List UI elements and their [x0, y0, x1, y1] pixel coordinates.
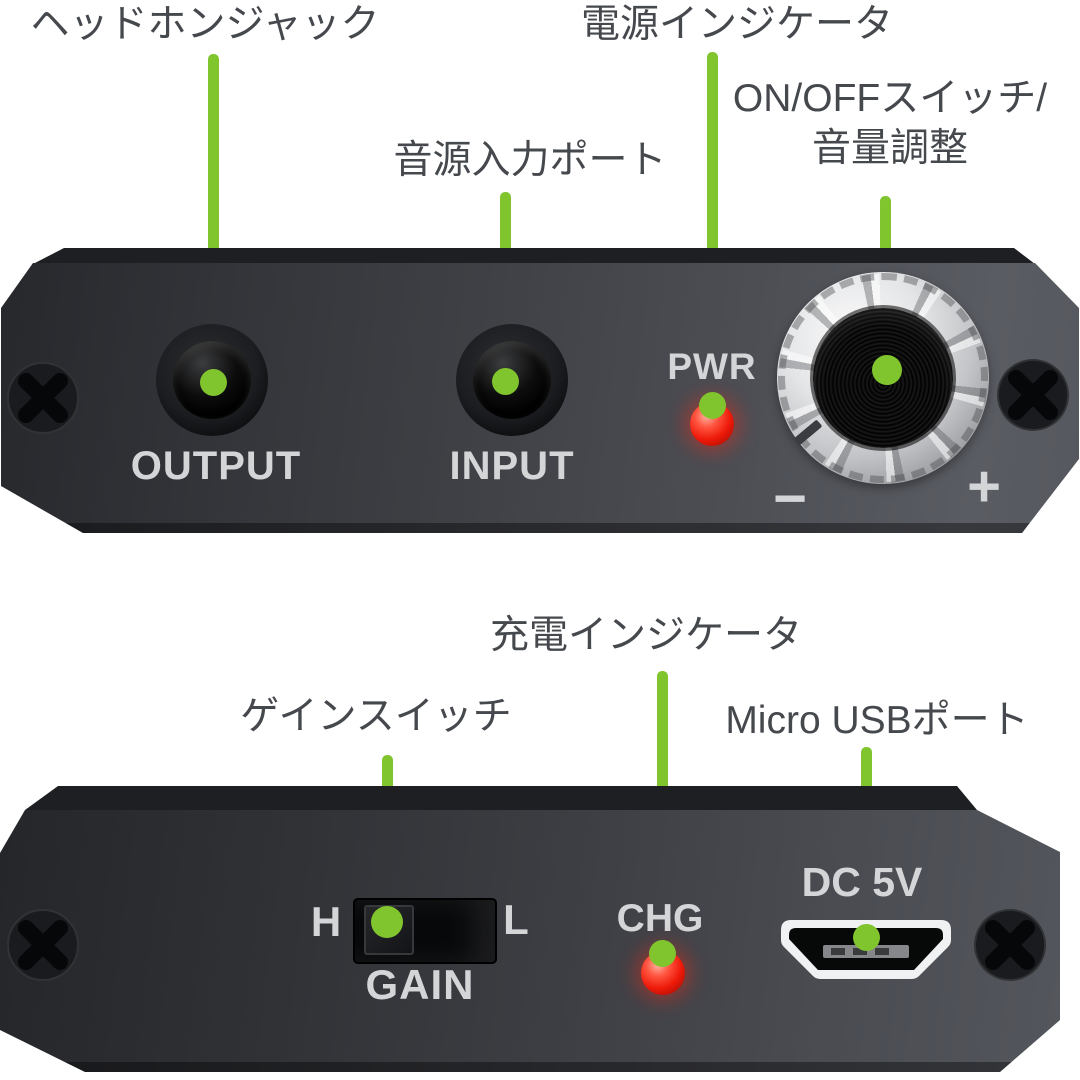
- callout-label-charge-indicator: 充電インジケータ: [489, 614, 802, 657]
- dc5v-label: DC 5V: [801, 859, 923, 905]
- knob-scallops: [778, 273, 988, 483]
- callout-label-onoff-volume: ON/OFFスイッチ/ 音量調整: [705, 74, 1075, 174]
- screw-icon: [974, 909, 1046, 981]
- volume-minus-label: −: [773, 466, 807, 531]
- screw-icon: [7, 909, 79, 981]
- gain-low-label: L: [503, 896, 529, 943]
- callout-label-audio-input: 音源入力ポート: [393, 139, 667, 182]
- callout-dot-headphone-jack: [200, 369, 227, 396]
- front-panel: OUTPUT INPUT PWR − +: [0, 248, 1080, 533]
- volume-plus-label: +: [967, 454, 1001, 519]
- callout-dot-charge-indicator: [649, 940, 676, 967]
- callout-label-onoff-line2: 音量調整: [811, 126, 968, 170]
- callout-dot-micro-usb: [853, 924, 880, 951]
- front-panel-face: OUTPUT INPUT PWR − +: [1, 263, 1079, 533]
- callout-dot-audio-input: [492, 368, 519, 395]
- volume-knob: [777, 272, 989, 484]
- back-panel: H L GAIN CHG DC 5V: [0, 786, 1080, 1080]
- chg-label: CHG: [616, 897, 704, 940]
- callout-label-micro-usb: Micro USBポート: [725, 699, 1029, 742]
- gain-label: GAIN: [365, 961, 475, 1008]
- callout-line-headphone-jack: [208, 54, 219, 387]
- input-label: INPUT: [449, 444, 575, 488]
- callout-dot-gain-switch: [371, 906, 403, 938]
- pwr-label: PWR: [667, 346, 757, 387]
- callout-dot-power-indicator: [699, 392, 726, 419]
- output-label: OUTPUT: [130, 444, 302, 488]
- front-panel-top-bevel: [33, 248, 1035, 264]
- back-panel-face: H L GAIN CHG DC 5V: [0, 810, 1060, 1072]
- screw-icon: [997, 359, 1069, 431]
- callout-line-power-indicator: [707, 52, 718, 412]
- callout-label-onoff-line1: ON/OFFスイッチ/: [732, 77, 1048, 120]
- callout-label-headphone-jack: ヘッドホンジャック: [30, 3, 380, 46]
- screw-icon: [7, 362, 79, 434]
- back-panel-top-bevel: [25, 786, 977, 810]
- callout-dot-onoff-volume: [872, 355, 902, 385]
- gain-high-label: H: [310, 898, 342, 945]
- callout-label-power-indicator: 電源インジケータ: [580, 3, 893, 46]
- callout-label-gain-switch: ゲインスイッチ: [240, 695, 512, 738]
